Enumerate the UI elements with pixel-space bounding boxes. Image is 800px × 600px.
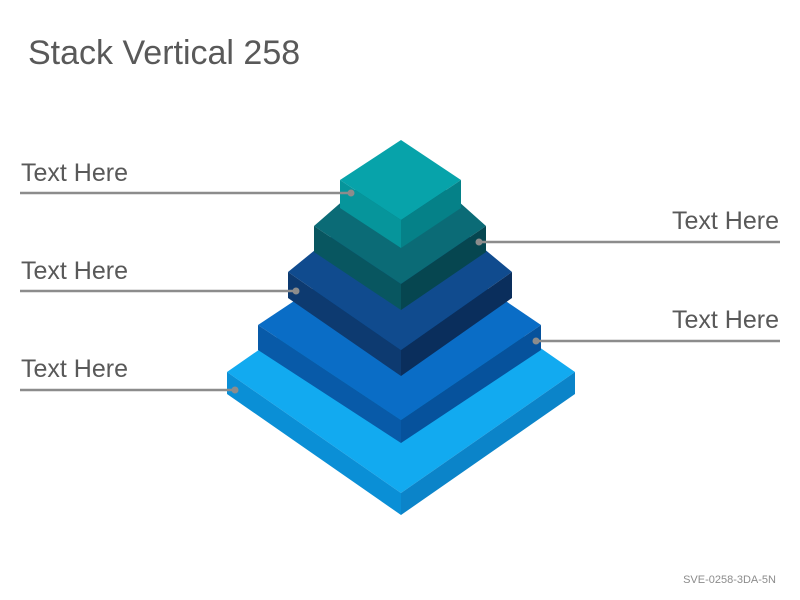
layer-5-left-side [340, 180, 401, 248]
layer-3-right-side [401, 272, 512, 376]
dot-right-top [475, 238, 483, 246]
label-right-top: Text Here [672, 207, 779, 235]
dot-right-bottom [532, 337, 540, 345]
layer-5-right-side [401, 180, 461, 248]
layer-2-right-side [401, 325, 541, 443]
dot-left-bottom [231, 386, 239, 394]
label-left-bottom: Text Here [21, 355, 128, 383]
layer-5-top [340, 140, 461, 220]
layer-1-right-side [401, 372, 575, 515]
dot-left-top [347, 189, 355, 197]
connector-dots [231, 189, 540, 394]
layer-4-left-side [314, 226, 401, 310]
layer-4-right-side [401, 226, 486, 310]
label-left-middle: Text Here [21, 257, 128, 285]
label-left-top: Text Here [21, 159, 128, 187]
page-title: Stack Vertical 258 [28, 34, 301, 72]
connectors [20, 191, 780, 392]
label-right-bottom: Text Here [672, 306, 779, 334]
footer-code: SVE-0258-3DA-5N [683, 574, 776, 586]
layer-2-left-side [258, 325, 401, 443]
layer-1-left-side [227, 372, 401, 515]
dot-left-middle [292, 287, 300, 295]
layer-3-left-side [288, 272, 401, 376]
layer-5 [340, 140, 461, 248]
